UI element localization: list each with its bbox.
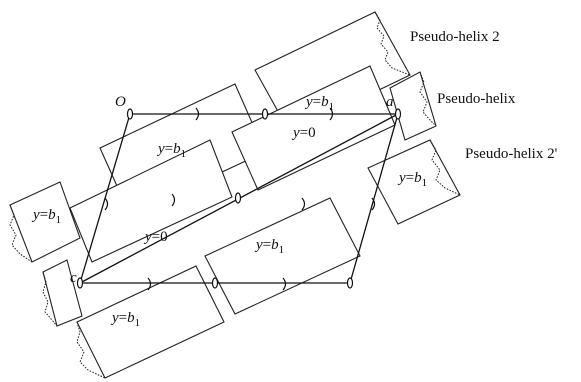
box-left-lower bbox=[42, 259, 83, 327]
label-pseudo-helix: Pseudo-helix bbox=[437, 91, 516, 107]
axis-glyph bbox=[126, 108, 134, 120]
box-right-small bbox=[389, 71, 437, 141]
label-pseudo-helix-2prime: Pseudo-helix 2' bbox=[465, 146, 558, 162]
screw-glyph bbox=[371, 197, 376, 211]
symmetry-glyphs bbox=[76, 107, 402, 291]
box-lower-mid bbox=[204, 197, 361, 315]
equation-labels: y=b1 y=b1 y=0 y=b1 y=b1 y=0 y=b1 y=b1 bbox=[31, 94, 427, 329]
eq-y-zero: y=0 bbox=[143, 229, 168, 245]
eq-y-b1: y=b1 bbox=[254, 237, 284, 256]
label-pseudo-helix-2: Pseudo-helix 2 bbox=[410, 29, 500, 45]
box-left-upper bbox=[9, 181, 81, 263]
eq-y-b1: y=b1 bbox=[110, 310, 140, 329]
axis-glyph bbox=[346, 277, 354, 289]
helix-band-middle bbox=[69, 65, 437, 263]
box-far-right bbox=[367, 139, 461, 225]
helix-band-lower bbox=[9, 139, 461, 379]
screw-glyph bbox=[329, 107, 334, 121]
box-mid-left bbox=[69, 139, 233, 263]
eq-y-b1: y=b1 bbox=[31, 207, 61, 226]
point-label-c: c bbox=[70, 270, 77, 286]
axis-glyph bbox=[211, 277, 219, 289]
eq-y-b1: y=b1 bbox=[304, 94, 334, 113]
screw-glyph bbox=[301, 197, 306, 211]
axis-glyph bbox=[234, 192, 242, 204]
point-label-o: O bbox=[115, 94, 126, 110]
screw-glyph bbox=[171, 193, 176, 207]
screw-glyph bbox=[195, 107, 200, 121]
axis-glyph bbox=[261, 108, 269, 120]
axis-glyph bbox=[76, 277, 84, 289]
eq-y-zero: y=0 bbox=[291, 125, 316, 141]
point-label-a: a bbox=[386, 94, 394, 110]
screw-glyph bbox=[147, 277, 152, 291]
eq-y-b1: y=b1 bbox=[397, 170, 427, 189]
box-bottom bbox=[76, 265, 225, 379]
axis-glyph bbox=[394, 108, 402, 120]
eq-y-b1: y=b1 bbox=[156, 141, 186, 160]
screw-glyph bbox=[282, 277, 287, 291]
screw-glyph bbox=[104, 197, 109, 211]
